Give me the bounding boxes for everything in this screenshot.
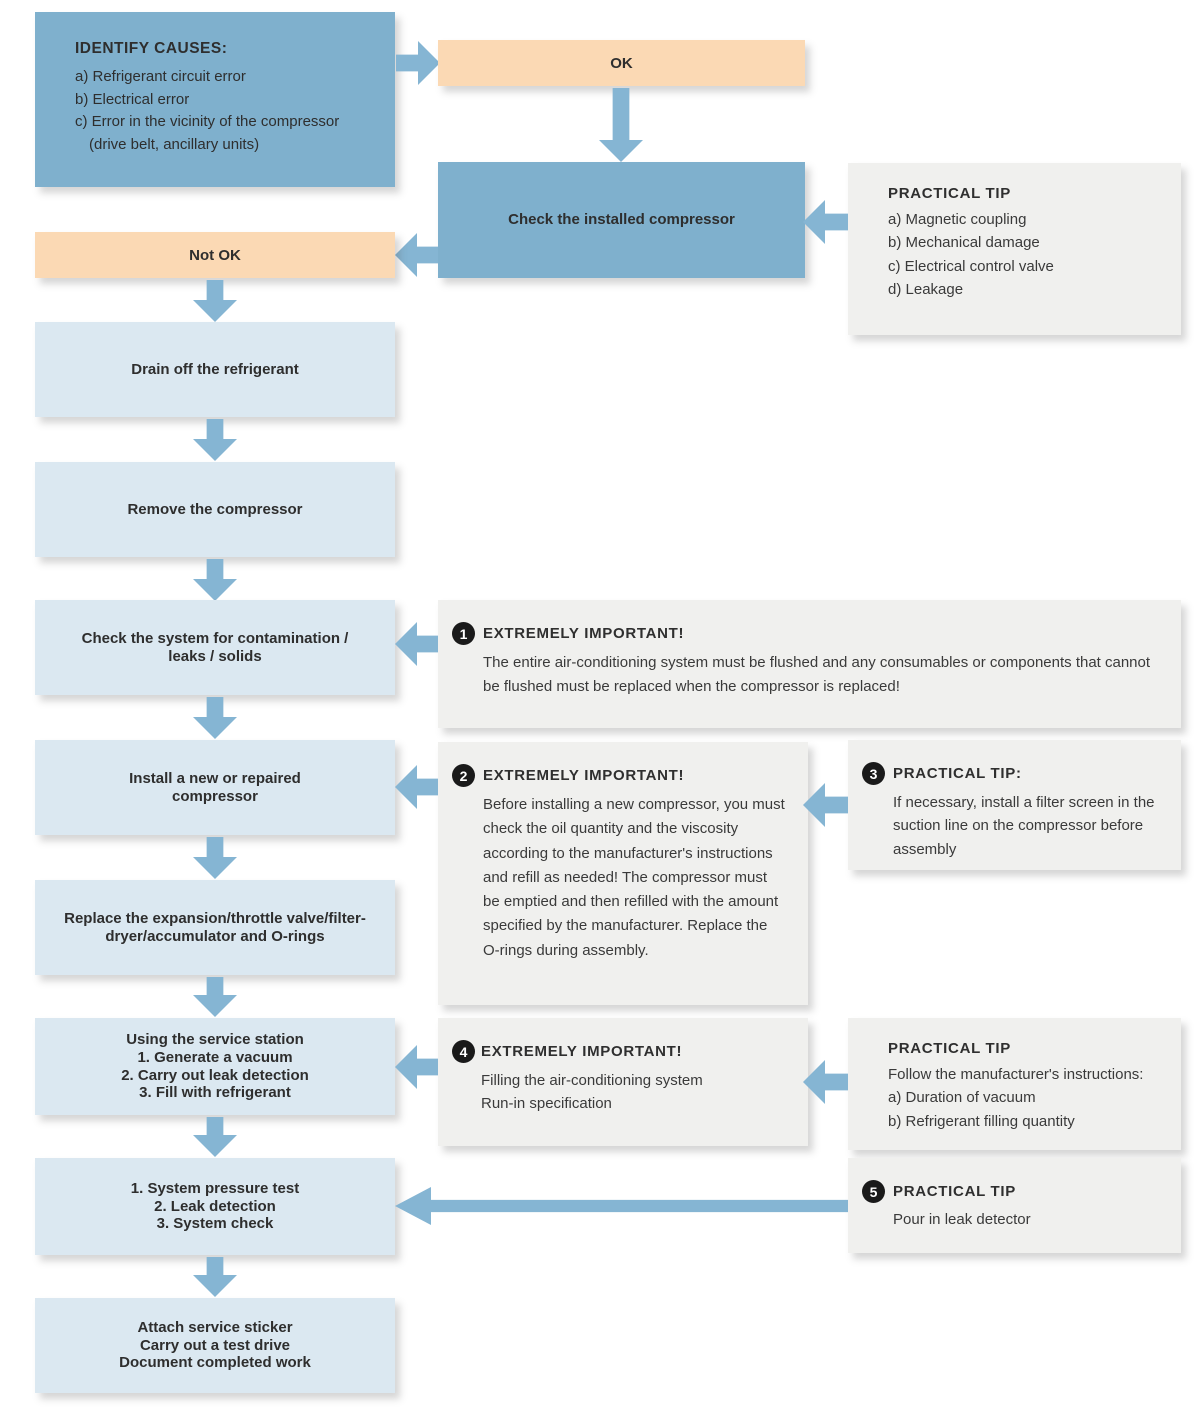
drain-refrigerant-box: Drain off the refrigerant <box>35 322 395 417</box>
note-2-body: Before installing a new compressor, you … <box>483 796 785 959</box>
tip-item: b) Mechanical damage <box>888 234 1040 252</box>
note-5-body: Pour in leak detector <box>893 1211 1031 1228</box>
practical-tip-mid-box: PRACTICAL TIP Follow the manufacturer's … <box>848 1018 1181 1150</box>
note-1-body: The entire air-conditioning system must … <box>483 654 1151 696</box>
arrow-left-long-icon <box>395 1187 848 1225</box>
check-contamination-box: Check the system for contamination / lea… <box>35 600 395 695</box>
practical-tip-top-box: PRACTICAL TIP a) Magnetic coupling b) Me… <box>848 163 1181 335</box>
note-5-practical-tip-box: 5 PRACTICAL TIP Pour in leak detector <box>848 1158 1181 1253</box>
install-compressor-box: Install a new or repaired compressor <box>35 740 395 835</box>
ok-label: OK <box>610 54 633 72</box>
arrow-down-icon <box>193 1257 237 1297</box>
tip-item: b) Refrigerant filling quantity <box>888 1112 1075 1130</box>
arrow-down-icon <box>599 88 643 162</box>
system-pressure-test-box: 1. System pressure test 2. Leak detectio… <box>35 1158 395 1255</box>
identify-cause-item: (drive belt, ancillary units) <box>89 135 260 153</box>
note-3-body: If necessary, install a filter screen in… <box>893 794 1155 858</box>
note-4-extremely-important-box: 4 EXTREMELY IMPORTANT! Filling the air-c… <box>438 1018 808 1146</box>
arrow-down-icon <box>193 280 237 322</box>
practical-tip-top-title: PRACTICAL TIP <box>888 185 1011 202</box>
note-1-extremely-important-box: 1 EXTREMELY IMPORTANT! The entire air-co… <box>438 600 1181 728</box>
arrow-left-icon <box>803 200 848 244</box>
arrow-left-icon <box>395 765 438 809</box>
final-steps-box: Attach service sticker Carry out a test … <box>35 1298 395 1393</box>
note-4-line: Filling the air-conditioning system <box>481 1072 703 1089</box>
arrow-left-icon <box>803 783 848 827</box>
not-ok-box: Not OK <box>35 232 395 278</box>
arrow-down-icon <box>193 559 237 601</box>
note-4-title: EXTREMELY IMPORTANT! <box>481 1043 683 1060</box>
not-ok-label: Not OK <box>189 246 241 264</box>
identify-cause-item: a) Refrigerant circuit error <box>75 68 246 85</box>
identify-cause-item: b) Electrical error <box>75 90 190 108</box>
note-4-line: Run-in specification <box>481 1095 612 1113</box>
note-1-title: EXTREMELY IMPORTANT! <box>483 625 685 642</box>
identify-causes-title: IDENTIFY CAUSES: <box>75 40 228 57</box>
note-3-title: PRACTICAL TIP: <box>893 765 1022 782</box>
arrow-down-icon <box>193 977 237 1017</box>
number-1-badge: 1 <box>452 622 475 645</box>
check-installed-compressor-box: Check the installed compressor <box>438 162 805 278</box>
number-2-badge: 2 <box>452 764 475 787</box>
note-3-practical-tip-box: 3 PRACTICAL TIP: If necessary, install a… <box>848 740 1181 870</box>
arrow-down-icon <box>193 837 237 879</box>
note-2-extremely-important-box: 2 EXTREMELY IMPORTANT! Before installing… <box>438 742 808 1005</box>
number-4-badge: 4 <box>452 1040 475 1063</box>
tip-item: a) Duration of vacuum <box>888 1089 1036 1107</box>
identify-causes-box: IDENTIFY CAUSES: a) Refrigerant circuit … <box>35 12 395 187</box>
note-2-title: EXTREMELY IMPORTANT! <box>483 767 685 784</box>
ok-box: OK <box>438 40 805 86</box>
arrow-left-icon <box>395 1045 438 1089</box>
number-5-badge: 5 <box>862 1180 885 1203</box>
tip-item: Follow the manufacturer's instructions: <box>888 1066 1144 1083</box>
arrow-down-icon <box>193 1117 237 1157</box>
tip-item: a) Magnetic coupling <box>888 211 1027 228</box>
identify-cause-item: c) Error in the vicinity of the compress… <box>75 113 340 130</box>
arrow-left-icon <box>803 1060 848 1104</box>
number-3-badge: 3 <box>862 762 885 785</box>
tip-item: d) Leakage <box>888 280 964 298</box>
arrow-left-icon <box>395 622 438 666</box>
arrow-left-icon <box>395 233 438 277</box>
arrow-right-icon <box>396 41 440 85</box>
tip-item: c) Electrical control valve <box>888 257 1054 275</box>
replace-valve-dryer-box: Replace the expansion/throttle valve/fil… <box>35 880 395 975</box>
arrow-down-icon <box>193 697 237 739</box>
note-5-title: PRACTICAL TIP <box>893 1183 1016 1200</box>
practical-tip-mid-title: PRACTICAL TIP <box>888 1040 1011 1057</box>
service-station-box: Using the service station 1. Generate a … <box>35 1018 395 1115</box>
arrow-down-icon <box>193 419 237 461</box>
remove-compressor-box: Remove the compressor <box>35 462 395 557</box>
